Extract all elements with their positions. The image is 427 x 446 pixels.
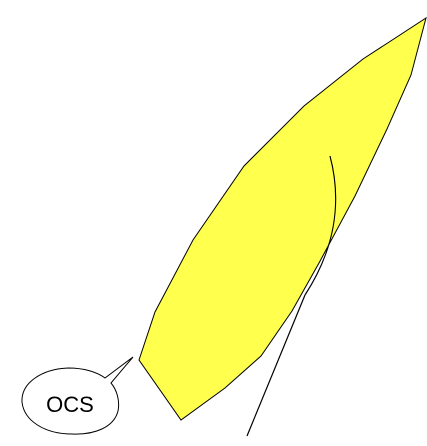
callout-label: OCS	[46, 392, 94, 417]
boat-hull	[139, 18, 426, 420]
